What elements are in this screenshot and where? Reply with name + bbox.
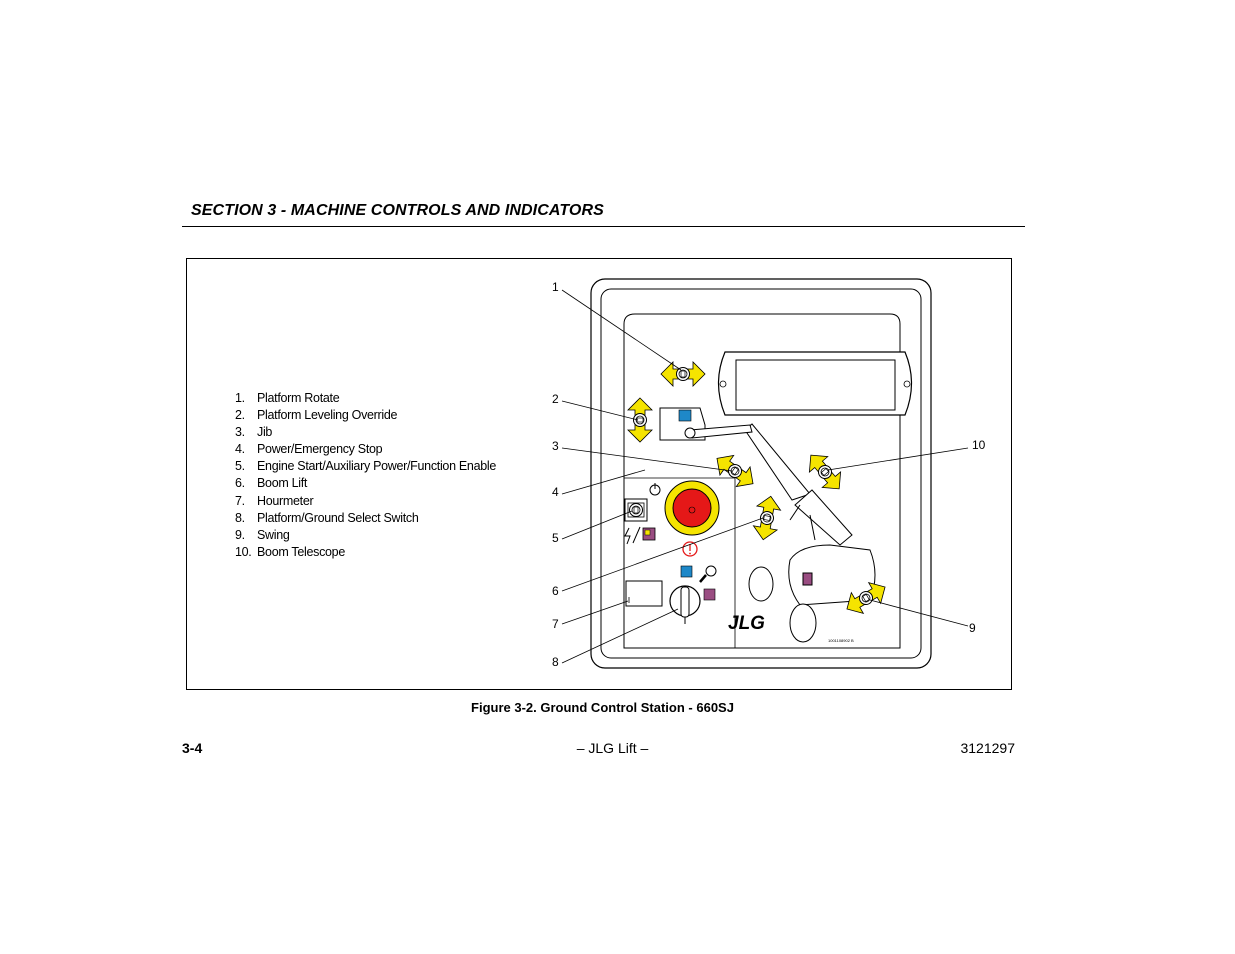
jlg-logo: JLG (728, 613, 765, 634)
legend-item: 8.Platform/Ground Select Switch (235, 510, 419, 525)
legend-item: 6.Boom Lift (235, 476, 308, 491)
display-window (717, 351, 913, 416)
power-icon (649, 483, 661, 496)
platform-select-indicator (680, 565, 693, 578)
legend-list: 1.Platform Rotate 2.Platform Leveling Ov… (235, 390, 496, 561)
panel-face (623, 313, 901, 649)
callout-5: 5 (552, 531, 559, 545)
figure-caption: Figure 3-2. Ground Control Station - 660… (471, 700, 734, 715)
boom-telescope-control (801, 447, 849, 497)
legend-item: 4.Power/Emergency Stop (235, 442, 383, 457)
legend-item: 1.Platform Rotate (235, 391, 340, 405)
callout-8: 8 (552, 655, 559, 669)
select-switch (669, 585, 701, 624)
legend-item: 10.Boom Telescope (235, 544, 345, 559)
ground-select-indicator (703, 588, 716, 601)
platform-indicator (678, 409, 692, 422)
part-number: 1001108902 B (828, 638, 854, 643)
platform-rotate-control (660, 361, 706, 387)
callout-6: 6 (552, 584, 559, 598)
page-number: 3-4 (182, 740, 203, 756)
callout-4: 4 (552, 485, 559, 499)
boom-lift-control (750, 493, 784, 543)
callout-7: 7 (552, 617, 559, 631)
emergency-stop-button (664, 480, 720, 536)
engine-start-switch (624, 498, 648, 522)
panel-inner-frame (600, 288, 922, 659)
section-rule (182, 226, 1025, 227)
callout-9: 9 (969, 621, 976, 635)
legend-item: 7.Hourmeter (235, 493, 314, 508)
footer-title: – JLG Lift – (576, 740, 649, 756)
legend-item: 5.Engine Start/Auxiliary Power/Function … (235, 459, 497, 474)
legend-item: 2.Platform Leveling Override (235, 408, 398, 423)
platform-level-control (627, 397, 653, 443)
key-icon (699, 565, 717, 583)
figure-box (186, 258, 1012, 690)
callout-10: 10 (972, 438, 986, 452)
section-title: SECTION 3 - MACHINE CONTROLS AND INDICAT… (191, 202, 604, 219)
ground-control-station-drawing: JLG 1001108902 B 1 2 3 4 5 6 7 8 9 10 (552, 278, 986, 669)
callout-2: 2 (552, 392, 559, 406)
callout-1: 1 (552, 280, 559, 294)
legend-item: 9.Swing (235, 527, 290, 542)
doc-number: 3121297 (960, 740, 1015, 756)
function-enable-icon (624, 526, 656, 545)
callout-3: 3 (552, 439, 559, 453)
machine-illustration (659, 407, 876, 643)
legend-item: 3.Jib (235, 425, 273, 440)
hourmeter (625, 580, 663, 607)
leader-lines (561, 289, 969, 664)
panel-outer-frame (590, 278, 932, 669)
